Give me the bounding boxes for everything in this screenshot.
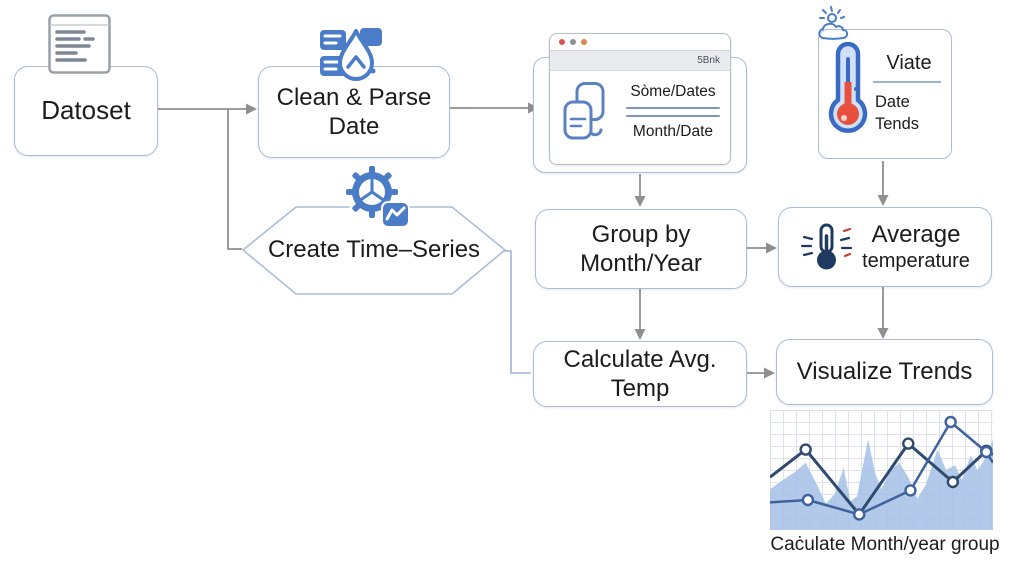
node-average-temperature-label-1: Average xyxy=(871,221,961,249)
clean-data-icon xyxy=(320,28,382,81)
node-weather-trends: Viate Date Tends xyxy=(818,29,952,159)
divider xyxy=(626,115,720,117)
divider xyxy=(873,81,941,83)
node-create-time-series-label: Create Time–Series xyxy=(267,236,481,263)
node-calculate-avg-temp-label: Calculate Avg. Temp xyxy=(563,345,717,402)
arrowhead xyxy=(877,328,889,339)
trend-chart xyxy=(770,410,993,530)
weather-sub-2: Tends xyxy=(875,115,920,134)
repeat-documents-icon xyxy=(563,82,605,140)
arrowhead xyxy=(764,367,775,379)
arrowhead xyxy=(877,195,889,206)
node-group-by: Group by Month/Year xyxy=(535,209,747,289)
node-clean-parse-label-1: Clean & Parse xyxy=(276,83,432,111)
document-list-icon xyxy=(48,14,111,74)
node-create-time-series: Create Time–Series xyxy=(258,232,490,268)
window-dot-red xyxy=(559,39,565,45)
node-visualize-trends-label: Visualize Trends xyxy=(796,358,973,386)
browser-window: 5Bnk Sòme/Dates Month/Date xyxy=(549,33,731,165)
connector-dataset-to-hexagon xyxy=(227,109,242,250)
node-calculate-avg-temp: Calculate Avg. Temp xyxy=(533,341,747,407)
thermometer-pulse-icon xyxy=(800,223,853,270)
gear-pie-chart-icon xyxy=(345,165,410,228)
node-clean-parse-label-2: Date xyxy=(328,113,380,140)
arrowhead xyxy=(246,103,257,115)
arrowhead xyxy=(766,242,777,254)
window-dots-icon xyxy=(550,34,730,50)
hexagon-create-time-series xyxy=(241,206,507,295)
node-average-temperature: Average temperature xyxy=(778,207,992,287)
weather-title: Viate xyxy=(886,52,932,75)
connector-hexagon-to-calc xyxy=(504,250,531,374)
browser-toolbar-text: 5Bnk xyxy=(697,55,720,66)
node-group-by-label-2: Month/Year xyxy=(580,250,702,277)
arrowhead xyxy=(634,196,646,207)
preview-row2-label: Month/Date xyxy=(632,123,714,140)
node-dataset: Datoset xyxy=(14,66,158,156)
window-dot-gray xyxy=(570,39,576,45)
node-clean-parse: Clean & Parse Date xyxy=(258,66,450,158)
divider xyxy=(626,107,720,109)
node-average-temperature-label-2: temperature xyxy=(862,250,970,273)
thermometer-icon xyxy=(828,42,868,133)
chart-caption: Caċulate Month/year group xyxy=(770,534,1000,555)
node-dataset-label: Datoset xyxy=(41,95,131,126)
node-visualize-trends: Visualize Trends xyxy=(776,339,993,405)
sun-cloud-icon xyxy=(818,6,849,40)
trend-chart-svg xyxy=(770,415,993,530)
node-group-by-label-1: Group by xyxy=(591,220,691,248)
weather-sub-1: Date xyxy=(875,92,910,111)
arrowhead xyxy=(634,329,646,340)
preview-row1-label: Sòme/Dates xyxy=(630,83,716,100)
window-dot-orange xyxy=(581,39,587,45)
browser-toolbar: 5Bnk xyxy=(550,50,730,71)
